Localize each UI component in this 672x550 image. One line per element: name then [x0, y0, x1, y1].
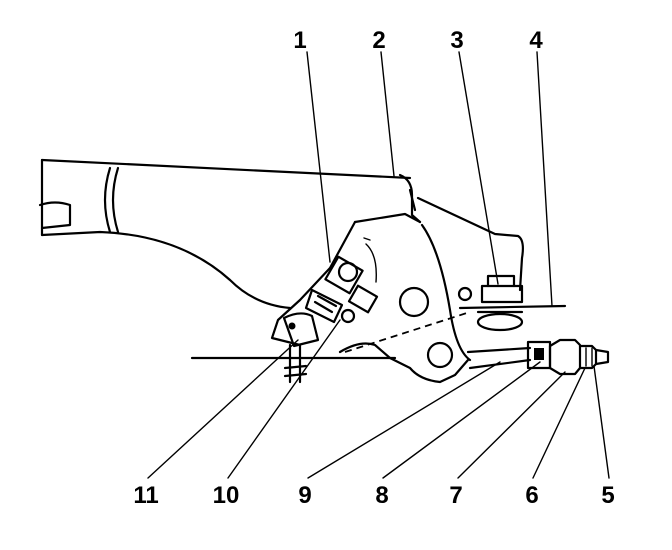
callout-2: 2 — [372, 27, 385, 54]
brake-warning-switch — [282, 255, 379, 384]
mounting-bolt — [476, 274, 524, 332]
lever-arm — [398, 173, 524, 362]
callout-4: 4 — [529, 27, 543, 54]
callout-11: 11 — [133, 482, 158, 509]
callout-10: 10 — [213, 482, 240, 509]
callout-1: 1 — [293, 27, 306, 54]
mounting-surface-line — [458, 304, 567, 310]
callout-9: 9 — [298, 482, 311, 509]
handle-grip — [38, 158, 412, 310]
callout-3: 3 — [450, 27, 463, 54]
leader-lines — [147, 51, 610, 479]
callout-6: 6 — [525, 482, 538, 509]
bracket-plate — [270, 212, 473, 384]
callout-5: 5 — [601, 482, 614, 509]
callout-8: 8 — [375, 482, 388, 509]
callout-7: 7 — [449, 482, 462, 509]
cable-adjuster — [466, 338, 610, 376]
